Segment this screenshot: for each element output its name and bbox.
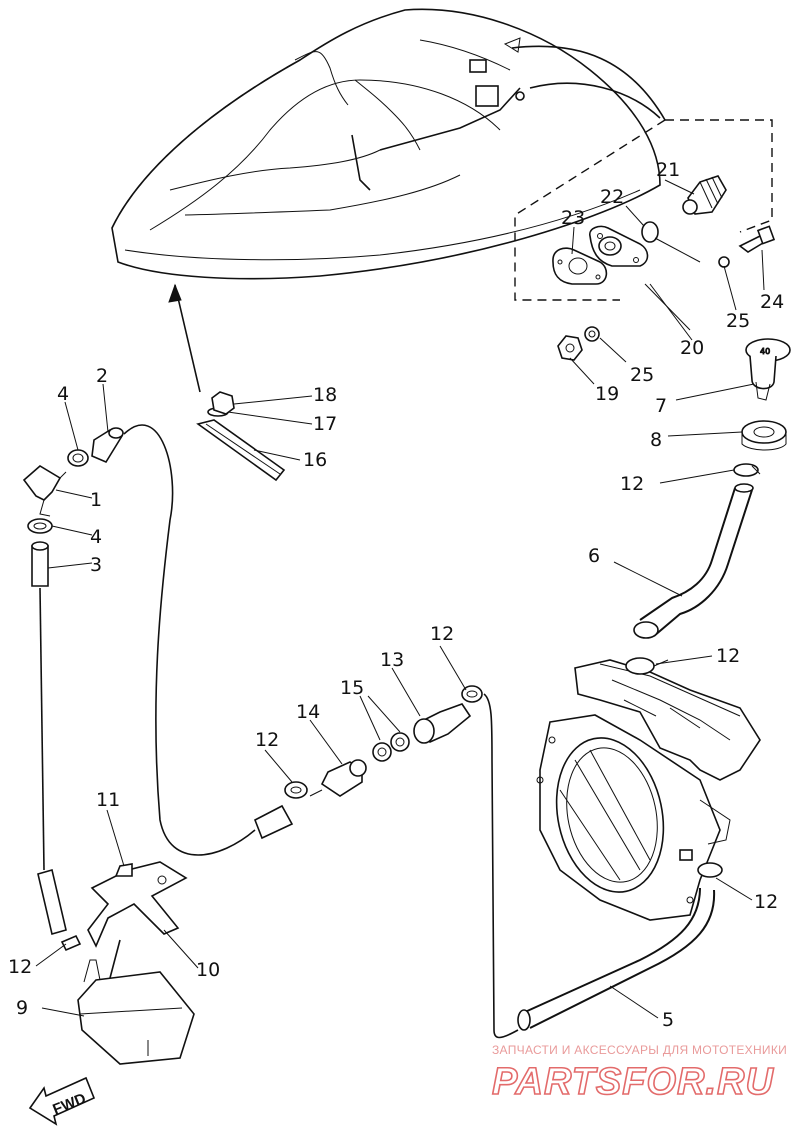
- label-20: 20: [680, 337, 704, 359]
- part-3-tube: [31, 541, 49, 871]
- label-12-housing: 12: [716, 645, 740, 667]
- part-12-pipe-left: [37, 868, 67, 936]
- part-25-washer-a: [718, 256, 730, 268]
- part-19-nut: [557, 335, 583, 361]
- fwd-arrow: FWD: [28, 1076, 96, 1126]
- label-15: 15: [340, 677, 364, 699]
- part-24-bolt: [738, 225, 776, 253]
- part-15-washers: [372, 732, 410, 762]
- label-25-bottom: 25: [630, 364, 654, 386]
- pump-housing: [536, 657, 761, 921]
- part-12-clamp-center: [284, 781, 308, 799]
- label-22: 22: [600, 186, 624, 208]
- hull-drawing: [111, 8, 666, 393]
- label-21: 21: [656, 159, 680, 181]
- part-20-flange: [589, 225, 649, 267]
- label-8: 8: [650, 429, 662, 451]
- part-21-fitting: [682, 175, 727, 215]
- part-25-washer-b: [584, 326, 600, 342]
- label-25-top: 25: [726, 310, 750, 332]
- label-5: 5: [662, 1009, 674, 1031]
- part-12-clamp-pump: [697, 862, 723, 878]
- part-12-clamp-housing: [625, 657, 655, 675]
- label-18: 18: [313, 384, 337, 406]
- part-12-clamp-top: [733, 463, 761, 477]
- label-19: 19: [595, 383, 619, 405]
- leader-lines: [35, 179, 765, 1019]
- part-8-nut: [741, 420, 787, 451]
- label-3: 3: [90, 554, 102, 576]
- part-11-screw: [114, 863, 133, 877]
- label-12-center: 12: [255, 729, 279, 751]
- part-2-sleeve: [91, 427, 124, 464]
- part-12-clamp-left: [60, 934, 82, 952]
- label-12-pump: 12: [754, 891, 778, 913]
- label-9: 9: [16, 997, 28, 1019]
- part-4-clamp-top: [67, 449, 89, 467]
- part-4-clamp-mid: [27, 518, 53, 534]
- part-1-elbow: [22, 465, 67, 517]
- label-24: 24: [760, 291, 784, 313]
- part-16-bracket: [196, 419, 286, 482]
- part-10-bracket: [87, 861, 188, 948]
- part-13-connector: [413, 703, 472, 744]
- label-10: 10: [196, 959, 220, 981]
- part-22-oring: [641, 221, 659, 243]
- watermark-brand: PARTSFOR.RU: [492, 1061, 774, 1103]
- label-12-left: 12: [8, 956, 32, 978]
- label-12-upper: 12: [430, 623, 454, 645]
- part-5-hose: [517, 887, 716, 1031]
- part-number-labels: 4 2 1 4 3 18 17 16 21 22 23 24 25 20 25 …: [8, 159, 784, 1031]
- label-2: 2: [96, 365, 108, 387]
- label-17: 17: [313, 413, 337, 435]
- watermark: ЗАПЧАСТИ И АКСЕССУАРЫ ДЛЯ МОТОТЕХНИКИ PA…: [491, 1043, 787, 1104]
- label-1: 1: [90, 489, 102, 511]
- part-18-nut: [211, 391, 235, 415]
- part-6-hose: [633, 483, 754, 639]
- part-12-sleeve: [253, 804, 294, 840]
- vertical-hose: [483, 693, 519, 1039]
- svg-text:40: 40: [760, 347, 770, 356]
- label-13: 13: [380, 649, 404, 671]
- part-12-clamp-right: [461, 685, 483, 703]
- part-7-cap: 40: [745, 338, 791, 401]
- label-4-top: 4: [57, 383, 69, 405]
- part-23-gasket: [552, 247, 608, 285]
- label-11: 11: [96, 789, 120, 811]
- label-16: 16: [303, 449, 327, 471]
- label-6: 6: [588, 545, 600, 567]
- part-14-fitting: [309, 759, 367, 797]
- label-7: 7: [655, 395, 667, 417]
- label-14: 14: [296, 701, 320, 723]
- detail-box: [514, 119, 776, 361]
- label-23: 23: [561, 207, 585, 229]
- label-12-top: 12: [620, 473, 644, 495]
- part-9-box: [77, 959, 195, 1065]
- watermark-tagline: ЗАПЧАСТИ И АКСЕССУАРЫ ДЛЯ МОТОТЕХНИКИ: [492, 1043, 787, 1057]
- long-hose: [123, 424, 256, 856]
- label-4-mid: 4: [90, 526, 102, 548]
